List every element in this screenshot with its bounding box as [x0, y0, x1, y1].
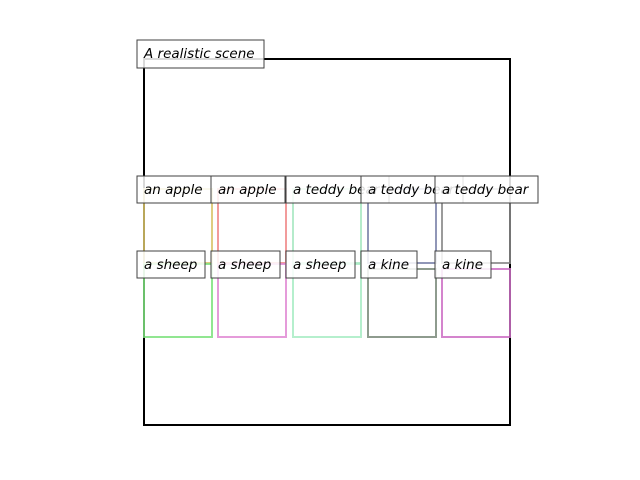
- label-kine-1: a kine: [360, 250, 418, 279]
- label-text: a teddy bear: [293, 182, 381, 198]
- label-text: an apple: [218, 182, 277, 198]
- label-text: a sheep: [144, 257, 197, 273]
- kine-box-2: [441, 268, 511, 338]
- kine-box-1: [367, 268, 437, 338]
- label-teddy-bear-3: a teddy bear: [434, 175, 539, 204]
- label-text: a kine: [442, 257, 483, 273]
- scene-title: A realistic scene: [136, 39, 265, 69]
- scene-title-text: A realistic scene: [143, 46, 255, 62]
- label-text: a teddy bear: [368, 182, 456, 198]
- label-sheep-3: a sheep: [285, 250, 356, 279]
- label-text: a teddy bear: [442, 182, 530, 198]
- label-sheep-1: a sheep: [136, 250, 206, 279]
- label-text: an apple: [144, 182, 203, 198]
- scene-frame: [143, 58, 511, 426]
- label-sheep-2: a sheep: [210, 250, 281, 279]
- label-text: a sheep: [218, 257, 271, 273]
- object-labels: an apple an apple a teddy bear a teddy b…: [136, 175, 539, 279]
- label-text: a sheep: [293, 257, 346, 273]
- label-apple-1: an apple: [136, 175, 212, 204]
- label-apple-2: an apple: [210, 175, 286, 204]
- label-kine-2: a kine: [434, 250, 492, 279]
- label-text: a kine: [368, 257, 409, 273]
